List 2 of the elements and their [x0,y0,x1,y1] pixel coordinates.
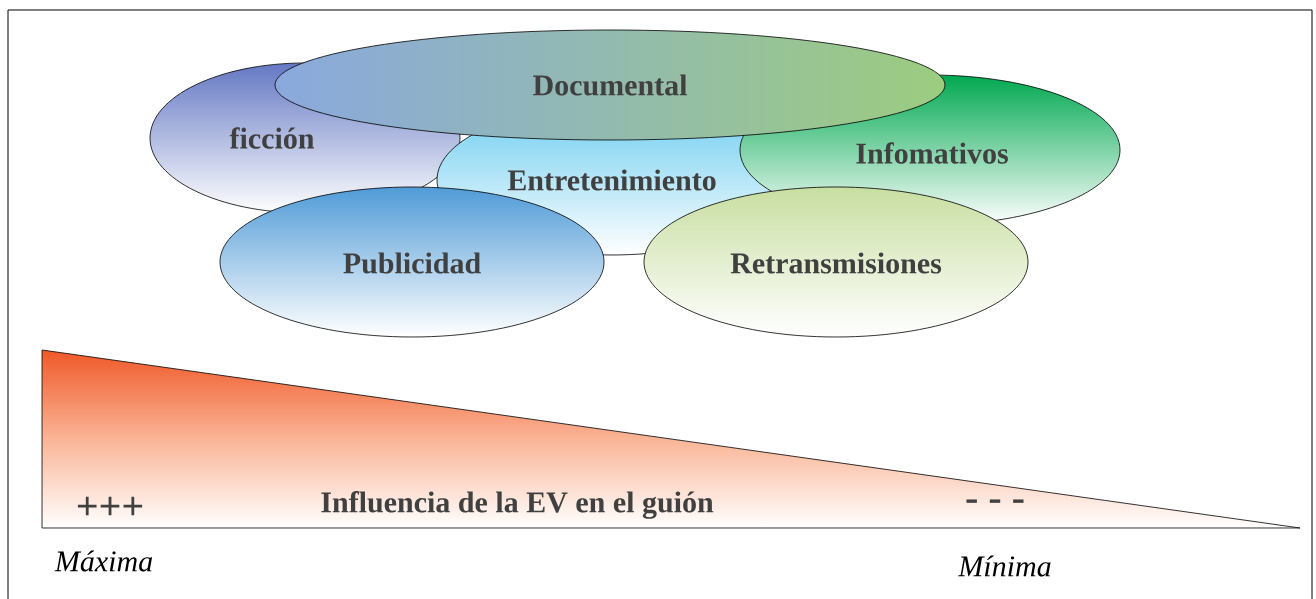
wedge: +++ Influencia de la EV en el guión - - - [41,349,1301,529]
axis-label: Mínima [958,555,1051,577]
